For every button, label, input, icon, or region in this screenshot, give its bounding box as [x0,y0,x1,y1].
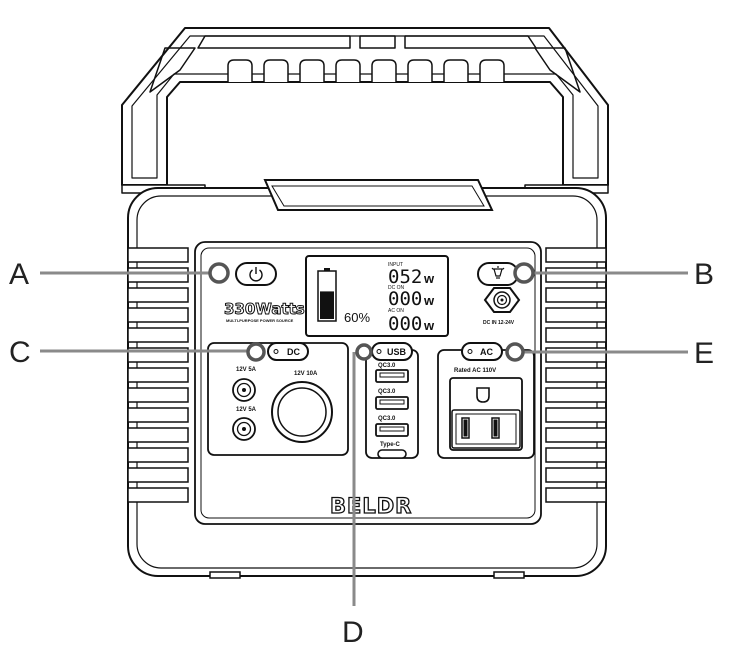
battery-fill [320,291,334,319]
dc-caption: DC ON [388,285,405,291]
front-panel [194,241,542,525]
usb-3-label: QC3.0 [378,416,396,422]
carry-handle [121,27,609,194]
power-icon [249,267,263,282]
dc-port-1-label: 12V 5A [236,367,257,373]
type-c-label: Type-C [380,442,401,448]
type-c-port[interactable] [377,449,407,459]
light-bulb-icon [491,266,505,279]
model-logo: 330Watts [224,300,305,318]
usb-button[interactable]: USB [371,342,413,361]
dc-port-1[interactable] [232,378,256,402]
model-subtitle: MULTI-PURPOSE POWER SOURCE [226,318,294,323]
ac-indicator-icon [467,349,473,354]
callout-b: B [694,258,714,291]
dc-button[interactable]: DC [267,342,309,361]
dc-unit: w [423,293,435,308]
dc-input-port[interactable] [483,287,521,313]
battery-terminal [324,268,330,271]
lcd-display: 60% INPUT 052 w DC ON 000 w AC ON 000 w [305,255,449,337]
power-button[interactable] [235,262,277,286]
car-socket-port[interactable] [271,381,333,443]
ac-caption: AC ON [388,308,404,314]
ac-button[interactable]: AC [461,342,503,361]
usb-button-label: USB [387,347,407,357]
input-value: 052 [388,266,422,288]
input-caption: INPUT [388,262,403,268]
dc-port-2-label: 12V 5A [236,407,257,413]
usb-1-label: QC3.0 [378,363,396,369]
callout-a: A [9,258,29,291]
ac-value: 000 [388,313,422,335]
usb-port-1[interactable] [375,369,409,383]
dc-port-2[interactable] [232,417,256,441]
ac-button-label: AC [480,347,493,357]
usb-2-label: QC3.0 [378,389,396,395]
callout-lines [40,271,688,606]
light-button[interactable] [477,262,519,286]
brand-logo: BELDR [330,494,412,518]
dc-indicator-icon [273,349,279,354]
dc-input-label: DC IN 12-24V [483,320,515,326]
usb-indicator-icon [376,349,382,354]
ac-outlet[interactable] [449,377,523,451]
usb-port-3[interactable] [375,423,409,437]
callout-d: D [342,616,364,649]
ac-unit: w [423,318,435,333]
usb-port-2[interactable] [375,396,409,410]
callout-c: C [9,336,31,369]
callout-markers [208,262,535,362]
ac-outlet-label: Rated AC 110V [454,368,496,374]
right-ribs [545,247,607,503]
battery-percent: 60% [344,310,370,325]
callout-e: E [694,337,714,370]
dc-value: 000 [388,288,422,310]
left-ribs [127,247,189,503]
car-port-label: 12V 10A [294,371,318,377]
input-unit: w [423,271,435,286]
dc-button-label: DC [287,347,300,357]
